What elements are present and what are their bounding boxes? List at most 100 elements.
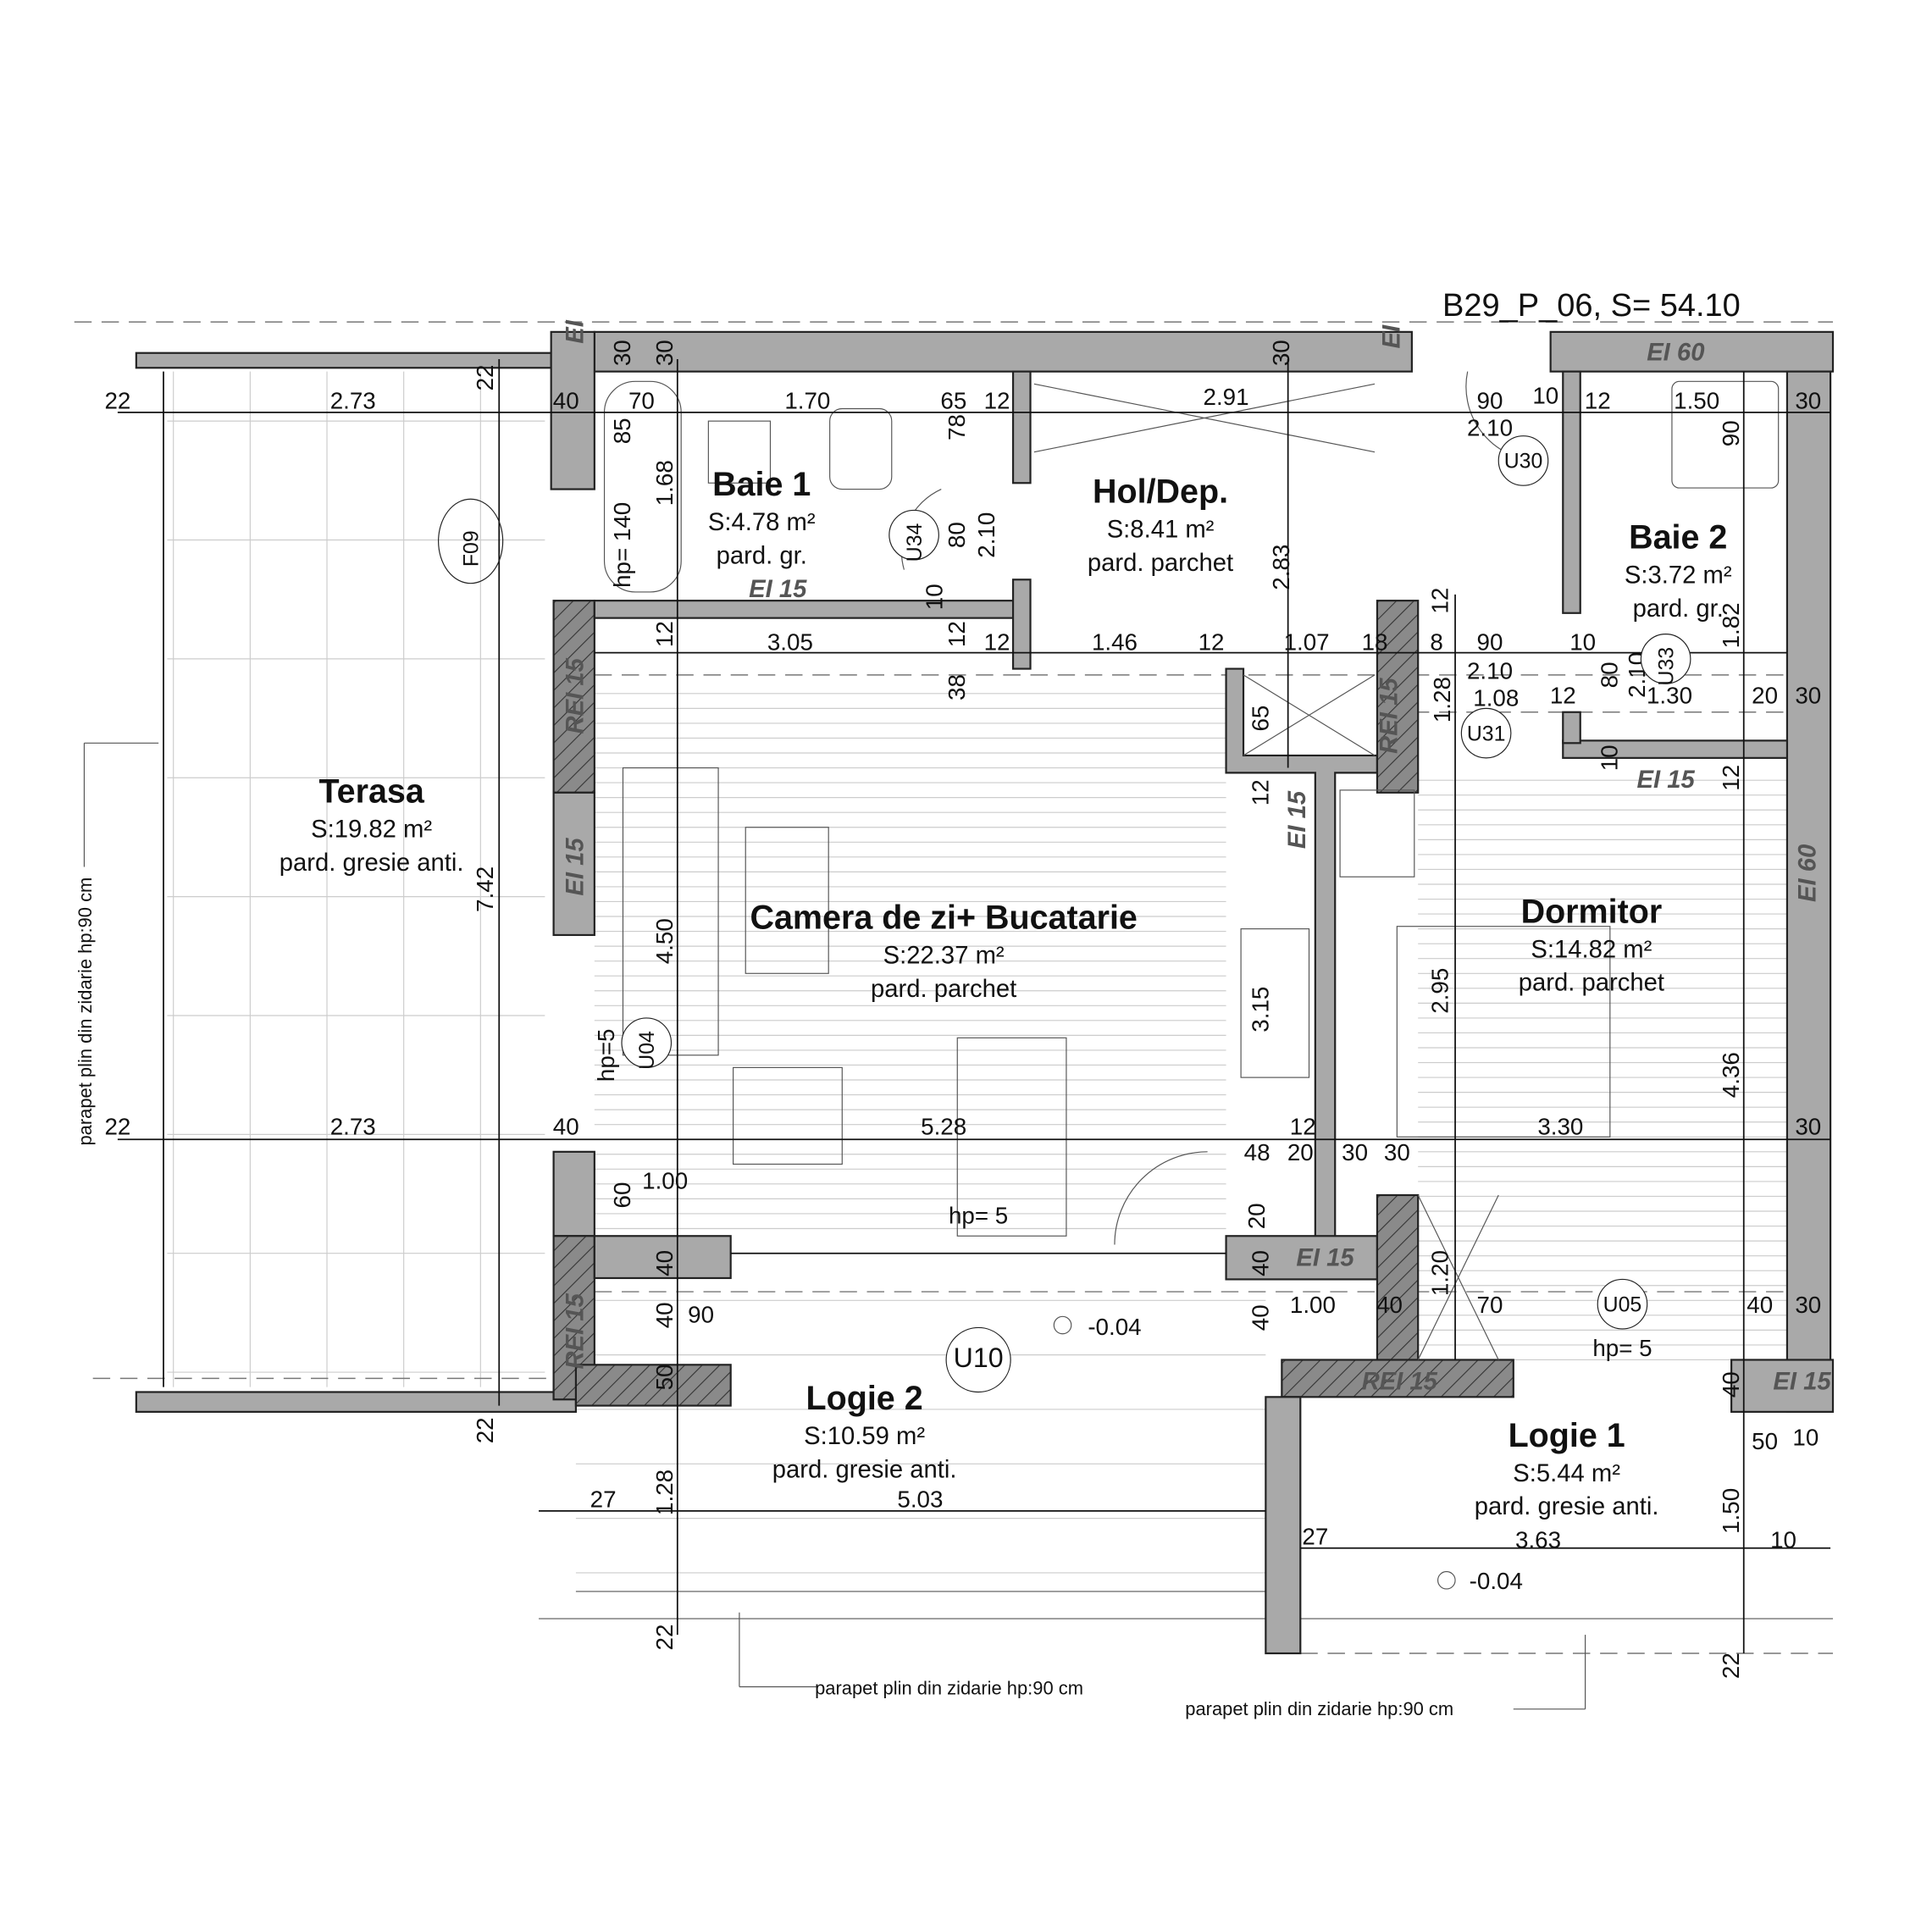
dimension-label: 22 <box>104 1113 130 1139</box>
dimension-label: 40 <box>553 388 579 414</box>
dimension-label: 2.91 <box>1204 384 1249 410</box>
dimension-label: 2.95 <box>1426 968 1453 1014</box>
loggia1-top-wall <box>1281 1359 1514 1398</box>
dimension-label: 12 <box>1585 388 1611 414</box>
fire-rating-label: EI 15 <box>1636 767 1695 794</box>
room-area: S:5.44 m² <box>1513 1460 1620 1487</box>
baie2-bottom-wall <box>1562 739 1789 759</box>
tag-label: U30 <box>1504 451 1543 473</box>
dimension-label: 22 <box>651 1625 678 1651</box>
dimension-label: 90 <box>1477 388 1503 414</box>
dimension-label: 10 <box>1792 1424 1819 1450</box>
dimension-label: 20 <box>1752 683 1778 709</box>
dimension-label: 12 <box>1550 683 1576 709</box>
tag-label: U04 <box>636 1031 659 1070</box>
floor-grid <box>167 371 1787 1574</box>
loggia2-parapet <box>574 1364 732 1407</box>
dimension-label: 30 <box>609 340 635 366</box>
walls <box>135 330 1835 1655</box>
dimension-label: 1.08 <box>1473 684 1519 711</box>
dimension-label: hp= 5 <box>1592 1335 1652 1361</box>
dimension-label: 10 <box>1532 383 1558 409</box>
parapet-note: parapet plin din zidarie hp:90 cm <box>1185 1698 1453 1719</box>
dimension-label: 27 <box>1302 1523 1328 1549</box>
structural-pillar-bottom <box>1376 1193 1420 1364</box>
dimension-label: 40 <box>1747 1292 1773 1318</box>
dimension-label: 1.07 <box>1284 629 1330 656</box>
fire-rating-label: REI 15 <box>562 657 590 733</box>
kitchen-bottom-wall <box>1225 1235 1379 1281</box>
dimension-label: 30 <box>1384 1139 1410 1165</box>
right-wall <box>1785 370 1832 1413</box>
baie1-bottom-wall <box>593 600 1029 619</box>
dimension-label: 30 <box>651 340 678 366</box>
dimension-label: 40 <box>651 1250 678 1276</box>
dimension-label: 30 <box>1795 683 1821 709</box>
dimension-label: 2.83 <box>1268 545 1294 590</box>
dimension-label: 80 <box>1597 662 1623 688</box>
dimension-label: 30 <box>1795 1113 1821 1139</box>
level-marker-icon <box>1437 1570 1456 1590</box>
dimension-label: 30 <box>1795 1292 1821 1318</box>
left-wall-panel <box>552 791 595 937</box>
tag-label: U34 <box>904 523 927 562</box>
dimension-label: 1.20 <box>1426 1250 1453 1296</box>
tag-label: F09 <box>460 530 483 567</box>
fire-rating-label: REI 15 <box>562 1293 590 1369</box>
dimension-label: 48 <box>1244 1139 1270 1165</box>
dimension-lines <box>83 359 1831 1710</box>
dimension-label: 2.10 <box>1467 415 1513 441</box>
fire-rating-label: EI 60 <box>1795 844 1822 902</box>
room-floor: pard. gresie anti. <box>772 1456 957 1483</box>
dimension-label: 1.00 <box>1290 1292 1336 1318</box>
dimension-label: 18 <box>1362 629 1388 656</box>
dimension-label: 60 <box>609 1182 635 1209</box>
dimension-label: 1.50 <box>1674 388 1719 414</box>
baie2-left-wall <box>1562 370 1581 614</box>
dimension-label: 12 <box>1718 765 1744 791</box>
room-area: S:10.59 m² <box>804 1423 925 1450</box>
tag-label: U31 <box>1467 722 1506 745</box>
door-tag-icon <box>621 1017 673 1068</box>
parapet-note: parapet plin din zidarie hp:90 cm <box>75 877 96 1146</box>
dimension-label: -0.04 <box>1088 1314 1141 1340</box>
dimension-label: 30 <box>1268 340 1294 366</box>
room-floor: pard. gr. <box>717 542 807 569</box>
dimension-label: 65 <box>940 388 966 414</box>
dimension-label: 70 <box>628 388 655 414</box>
dimension-label: 70 <box>1477 1292 1503 1318</box>
dimension-label: 1.00 <box>642 1168 688 1194</box>
structural-pillar <box>1376 600 1420 794</box>
door-tag-icon <box>1640 634 1691 684</box>
fire-rating-label: EI <box>562 319 590 343</box>
dimension-label: 12 <box>944 621 970 647</box>
fire-rating-label: EI 15 <box>1284 790 1311 849</box>
room-area: S:22.37 m² <box>883 943 1005 970</box>
tag-label: U33 <box>1655 647 1678 686</box>
dimension-label: 50 <box>1752 1428 1778 1454</box>
fire-rating-label: REI 15 <box>1362 1369 1438 1396</box>
dimension-label: 40 <box>1247 1304 1273 1331</box>
dimension-label: 12 <box>1426 588 1453 614</box>
dimension-label: 20 <box>1243 1203 1270 1229</box>
fire-rating-label: EI <box>1378 324 1405 348</box>
dimension-label: hp= 140 <box>609 502 635 588</box>
dimension-label: 8 <box>1430 629 1442 656</box>
dimension-label: 10 <box>922 584 948 610</box>
dimension-label: 65 <box>1247 706 1273 732</box>
baie2-left-wall-lower <box>1562 711 1581 745</box>
dimension-label: 27 <box>590 1486 617 1512</box>
dimension-label: 2.10 <box>973 512 999 558</box>
dimension-label: 22 <box>472 365 498 391</box>
dimension-label: 38 <box>944 674 970 700</box>
room-floor: pard. gresie anti. <box>1475 1493 1659 1520</box>
dimension-label: 40 <box>1247 1250 1273 1276</box>
dimension-label: 30 <box>1342 1139 1368 1165</box>
dimension-label: 3.15 <box>1247 987 1273 1032</box>
dimension-label: 22 <box>1718 1652 1744 1679</box>
living-bottom-wall <box>593 1235 732 1280</box>
room-name: Dormitor <box>1521 893 1663 930</box>
